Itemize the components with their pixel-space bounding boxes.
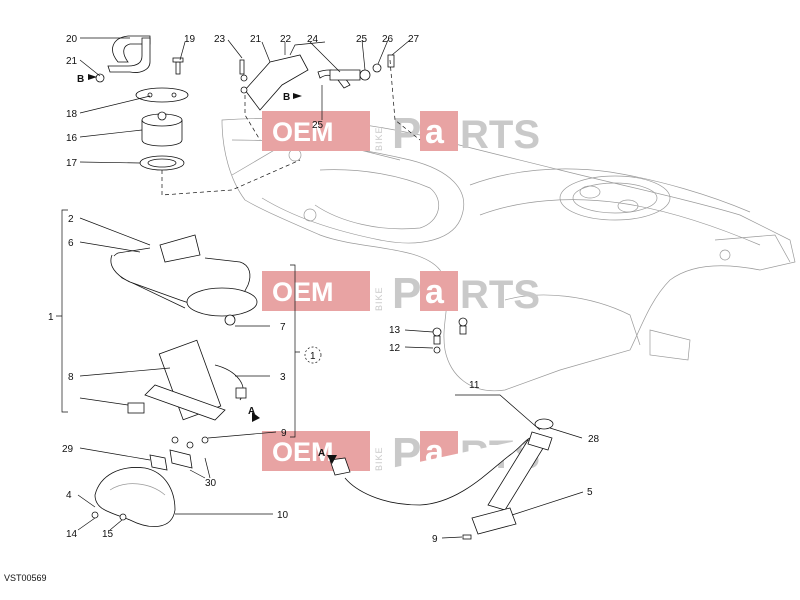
fuel-filter-part bbox=[159, 234, 201, 263]
ref-a-label: A bbox=[318, 448, 325, 459]
callout-28: 28 bbox=[588, 434, 600, 445]
watermark-bike-text: BIKE bbox=[374, 126, 384, 151]
callout-15: 15 bbox=[102, 529, 114, 540]
watermark-rts-text: RTS bbox=[460, 113, 540, 157]
callout-18: 18 bbox=[66, 109, 78, 120]
nut-part bbox=[359, 69, 371, 81]
callout-29: 29 bbox=[62, 444, 74, 455]
callout-4: 4 bbox=[66, 490, 72, 501]
fuel-pump-assembly bbox=[110, 234, 258, 471]
cable-connector-part bbox=[329, 457, 351, 476]
callout-8: 8 bbox=[68, 372, 74, 383]
watermark-a-text: a bbox=[425, 273, 445, 311]
valve-bracket-part bbox=[244, 54, 309, 111]
callout-numbers: 20 21 18 16 17 19 23 21 22 24 25 26 27 2… bbox=[48, 34, 600, 545]
ref-b-label: B bbox=[283, 92, 290, 103]
hose-clamp-part bbox=[95, 73, 105, 83]
watermark-bike-text: BIKE bbox=[374, 446, 384, 471]
diagram-code: VST00569 bbox=[4, 573, 47, 583]
callout-12: 12 bbox=[389, 343, 401, 354]
drain-cable-part bbox=[344, 437, 531, 506]
callout-5: 5 bbox=[587, 487, 593, 498]
watermark-oem-text: OEM bbox=[272, 277, 334, 307]
drain-flange-part bbox=[471, 507, 517, 535]
screw-part bbox=[175, 61, 181, 75]
callout-9: 9 bbox=[432, 534, 438, 545]
callout-24: 24 bbox=[307, 34, 319, 45]
watermark-bike-text: BIKE bbox=[374, 286, 384, 311]
ref-b-label: B bbox=[77, 74, 84, 85]
watermark-rts-text: RTS bbox=[460, 273, 540, 317]
mount-fasteners bbox=[432, 317, 468, 354]
callout-21: 21 bbox=[66, 56, 78, 67]
cover-part bbox=[94, 467, 176, 527]
callout-1-circle bbox=[304, 346, 322, 364]
watermark-oem-text: OEM bbox=[272, 117, 334, 147]
callout-13: 13 bbox=[389, 325, 401, 336]
callout-7: 7 bbox=[280, 322, 286, 333]
callout-25: 25 bbox=[312, 120, 324, 131]
arrow-b-mid-icon bbox=[293, 93, 302, 99]
leader-lines bbox=[56, 37, 584, 539]
callout-6: 6 bbox=[68, 238, 74, 249]
callout-26: 26 bbox=[382, 34, 394, 45]
callout-22: 22 bbox=[280, 34, 292, 45]
callout-16: 16 bbox=[66, 133, 78, 144]
callout-1: 1 bbox=[48, 312, 54, 323]
callout-20: 20 bbox=[66, 34, 78, 45]
drain-pipe-assembly bbox=[329, 418, 554, 540]
callout-2: 2 bbox=[68, 214, 74, 225]
pump-cover-assembly bbox=[91, 467, 176, 527]
callout-10: 10 bbox=[277, 510, 289, 521]
callout-3: 3 bbox=[280, 372, 286, 383]
callout-27: 27 bbox=[408, 34, 420, 45]
callout-19: 19 bbox=[184, 34, 196, 45]
pump-gasket-part bbox=[186, 287, 258, 317]
arrow-b-left-icon bbox=[88, 74, 97, 80]
callout-1: 1 bbox=[310, 351, 316, 362]
callout-30: 30 bbox=[205, 478, 217, 489]
o-ring-part bbox=[534, 418, 554, 430]
watermark-a-text: a bbox=[425, 113, 445, 151]
fuel-tank-outline bbox=[221, 118, 796, 392]
callout-25: 25 bbox=[356, 34, 368, 45]
reference-arrows bbox=[88, 74, 337, 464]
filler-cap-assembly bbox=[95, 35, 189, 171]
callout-11: 11 bbox=[469, 380, 480, 391]
gasket-part bbox=[135, 87, 189, 103]
callout-21: 21 bbox=[250, 34, 262, 45]
valve-part bbox=[387, 54, 395, 68]
watermark-top: OEM BIKE P a RTS bbox=[262, 109, 540, 158]
callout-14: 14 bbox=[66, 529, 78, 540]
arrow-a-pump-icon bbox=[252, 412, 260, 422]
callout-23: 23 bbox=[214, 34, 226, 45]
callout-17: 17 bbox=[66, 158, 78, 169]
connector-part bbox=[127, 402, 145, 414]
watermark-p-text: P bbox=[392, 109, 421, 158]
ref-a-label: A bbox=[248, 406, 255, 417]
fuel-fitting-part bbox=[169, 449, 193, 469]
breather-valve-assembly bbox=[239, 54, 395, 111]
callout-9: 9 bbox=[281, 428, 287, 439]
pump-base-part bbox=[144, 384, 226, 421]
watermark-middle: OEM BIKE P a RTS bbox=[262, 269, 540, 318]
arrow-a-drain-icon bbox=[327, 455, 337, 464]
filler-flange-part bbox=[141, 119, 183, 147]
watermark-p-text: P bbox=[392, 269, 421, 318]
watermark-oem-text: OEM bbox=[272, 437, 334, 467]
bolt-part bbox=[239, 59, 245, 75]
